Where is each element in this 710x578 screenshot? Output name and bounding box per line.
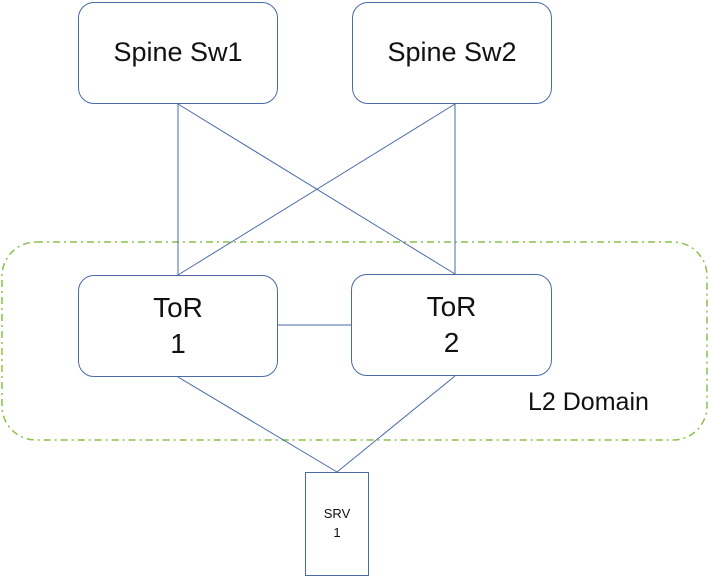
spine-switch-2-label: Spine Sw2 bbox=[387, 37, 517, 68]
link-tor2-srv1 bbox=[336, 375, 456, 473]
server-1[interactable]: SRV 1 bbox=[305, 472, 369, 576]
spine-switch-1-label: Spine Sw1 bbox=[113, 37, 243, 68]
link-lines bbox=[177, 103, 456, 473]
link-tor1-srv1 bbox=[177, 376, 338, 473]
server-1-label: SRV 1 bbox=[323, 506, 351, 540]
link-spine2-tor1 bbox=[177, 103, 456, 276]
tor-switch-2[interactable]: ToR 2 bbox=[351, 274, 552, 376]
l2-domain-label: L2 Domain bbox=[528, 388, 649, 416]
tor-switch-1-label: ToR 1 bbox=[153, 291, 203, 359]
spine-switch-2[interactable]: Spine Sw2 bbox=[352, 2, 552, 104]
tor-switch-2-label: ToR 2 bbox=[426, 290, 477, 358]
spine-switch-1[interactable]: Spine Sw1 bbox=[78, 2, 278, 104]
tor-switch-1[interactable]: ToR 1 bbox=[78, 275, 278, 377]
l2-domain-zone bbox=[1, 241, 708, 441]
